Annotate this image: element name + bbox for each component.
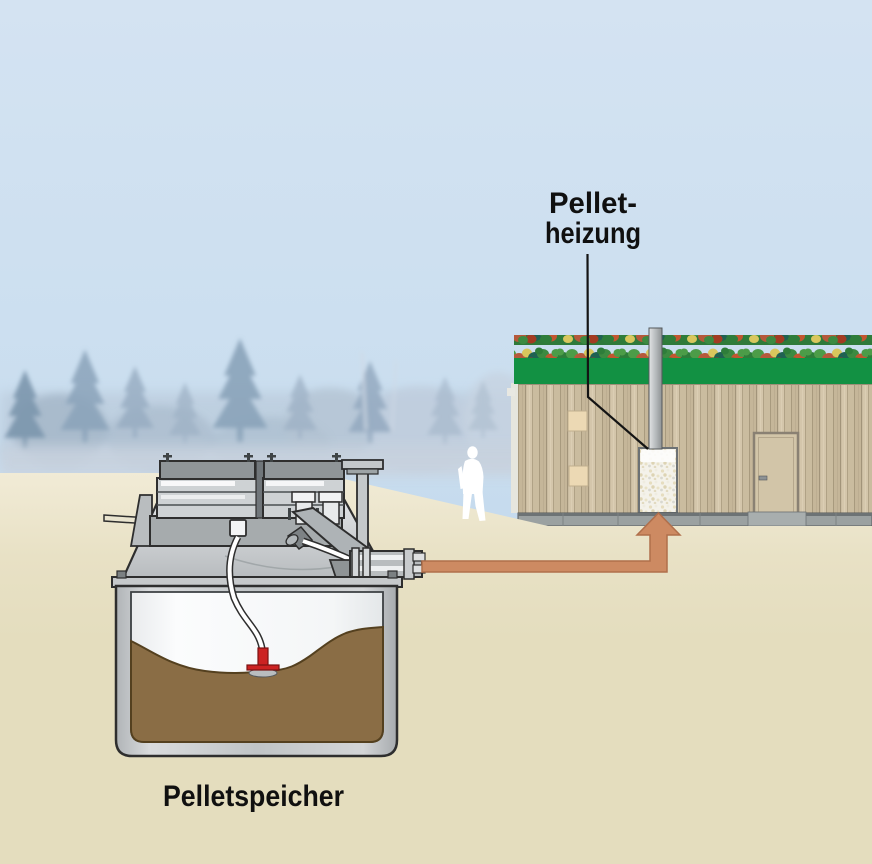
tank-lid-left [156,453,258,519]
lid-bolts [267,453,341,462]
lid-bolts [163,453,253,462]
door-stoop [747,511,807,527]
pellet-boiler [638,447,678,514]
heating-label-line2: heizung [545,217,641,250]
door-handle [758,475,768,481]
heating-leader-line [586,253,649,450]
suction-hose [227,536,264,649]
roof-edge-cap [507,388,515,396]
pellet-storage-tank [103,453,426,758]
building-wall [518,383,872,514]
pipe-coupling [328,547,426,588]
building-corner-trim [511,383,518,513]
tank-body [111,570,403,758]
window-upper [567,410,588,432]
tree-line [0,338,540,476]
chimney [648,327,663,450]
green-roof [514,357,872,384]
storage-label: Pelletspeicher [163,780,344,813]
fir-trees [4,338,499,449]
transfer-arrow [421,511,682,573]
window-lower [568,465,589,487]
suction-nozzle [246,647,280,678]
building-door [752,431,800,515]
pellet-fill [130,625,384,743]
building [507,327,872,527]
boiler-top-highlight [641,450,675,462]
foundation [517,511,872,527]
heating-label-line1: Pellet- [549,187,637,220]
heating-label: Pellet- heizung [545,187,641,250]
hose-connector [229,519,247,537]
person-silhouette [458,446,486,521]
roof-vegetation [514,335,872,358]
